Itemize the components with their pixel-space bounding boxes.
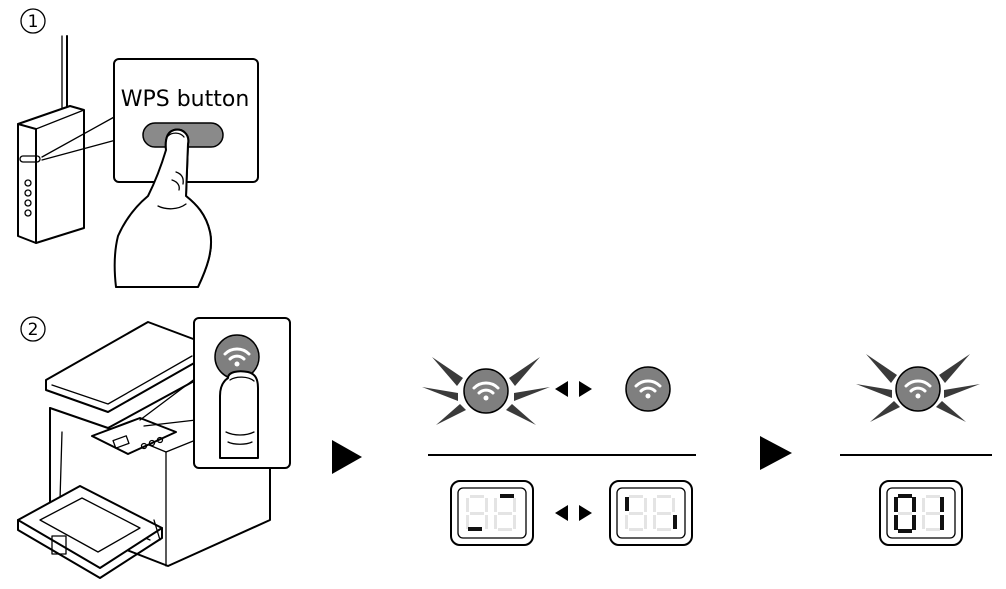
printer-paper-guide: [51, 535, 67, 555]
router-led: [24, 209, 32, 217]
printer-panel-display: [112, 435, 130, 449]
knuckle-line: [157, 203, 187, 210]
knuckle-line: [171, 179, 180, 191]
step-2-circle: [20, 316, 46, 342]
printer-lid-edge: [45, 361, 197, 413]
finger-icon: [219, 370, 259, 459]
display-inner-frame: [457, 487, 527, 539]
segment-bottom-left: [468, 527, 482, 531]
printer-lid-seam: [51, 355, 193, 405]
step-2: 2: [17, 316, 291, 579]
segment-display-final: 01: [879, 480, 963, 561]
wifi-icon: [472, 381, 500, 401]
printer-tray-stop: [153, 519, 161, 541]
segment-display-blink-a: [450, 480, 534, 546]
callout-pointer: [143, 419, 197, 427]
router-body: [17, 105, 85, 244]
segment-bottom-right: [673, 515, 677, 529]
printer-panel-button: [140, 442, 148, 450]
knuckle-line: [225, 431, 255, 436]
wps-button-label: WPS button: [121, 87, 250, 112]
fingernail: [167, 132, 185, 138]
router-led: [24, 189, 32, 197]
final-display-value: 01: [920, 559, 922, 561]
router-icon: [17, 35, 85, 244]
play-arrow-icon: [760, 436, 792, 470]
callout-pointer: [41, 115, 117, 158]
router-wps-slot: [19, 155, 41, 163]
printer-panel-button: [148, 439, 156, 447]
segment-top-left: [625, 497, 629, 511]
router-top-edge: [35, 109, 85, 130]
segment-display-blink-b: [609, 480, 693, 546]
printer-tray-inner: [39, 497, 141, 553]
blink-rays: [856, 354, 980, 422]
wifi-icon: [634, 379, 662, 399]
double-arrow-icon: [555, 381, 592, 397]
router-led: [24, 179, 32, 187]
callout-pointer: [41, 139, 117, 161]
printer-tray-base: [17, 519, 163, 579]
digit-zero: [894, 494, 916, 533]
printer-panel-button: [156, 436, 164, 444]
blinking-wifi-indicator-final: [856, 354, 980, 422]
blinking-wifi-indicator: [422, 357, 550, 425]
router-led: [24, 199, 32, 207]
double-arrow-icon: [555, 505, 592, 521]
step-1-number: 1: [28, 12, 39, 32]
play-arrow-icon: [332, 440, 362, 474]
digit-one: [940, 497, 944, 530]
wifi-icon: [223, 347, 251, 367]
blink-rays: [422, 357, 550, 425]
wifi-icon: [904, 379, 932, 399]
step-2-number: 2: [28, 320, 39, 340]
callout-pointer: [139, 377, 197, 421]
step-1: 1 WPS button: [17, 8, 259, 288]
knuckle-line: [175, 171, 184, 185]
step-1-circle: [20, 8, 46, 34]
knuckle-line: [227, 441, 253, 445]
fingernail: [229, 376, 255, 382]
display-inner-frame: [616, 487, 686, 539]
display-inner-frame: [886, 487, 956, 539]
segment-top-right: [500, 494, 514, 498]
